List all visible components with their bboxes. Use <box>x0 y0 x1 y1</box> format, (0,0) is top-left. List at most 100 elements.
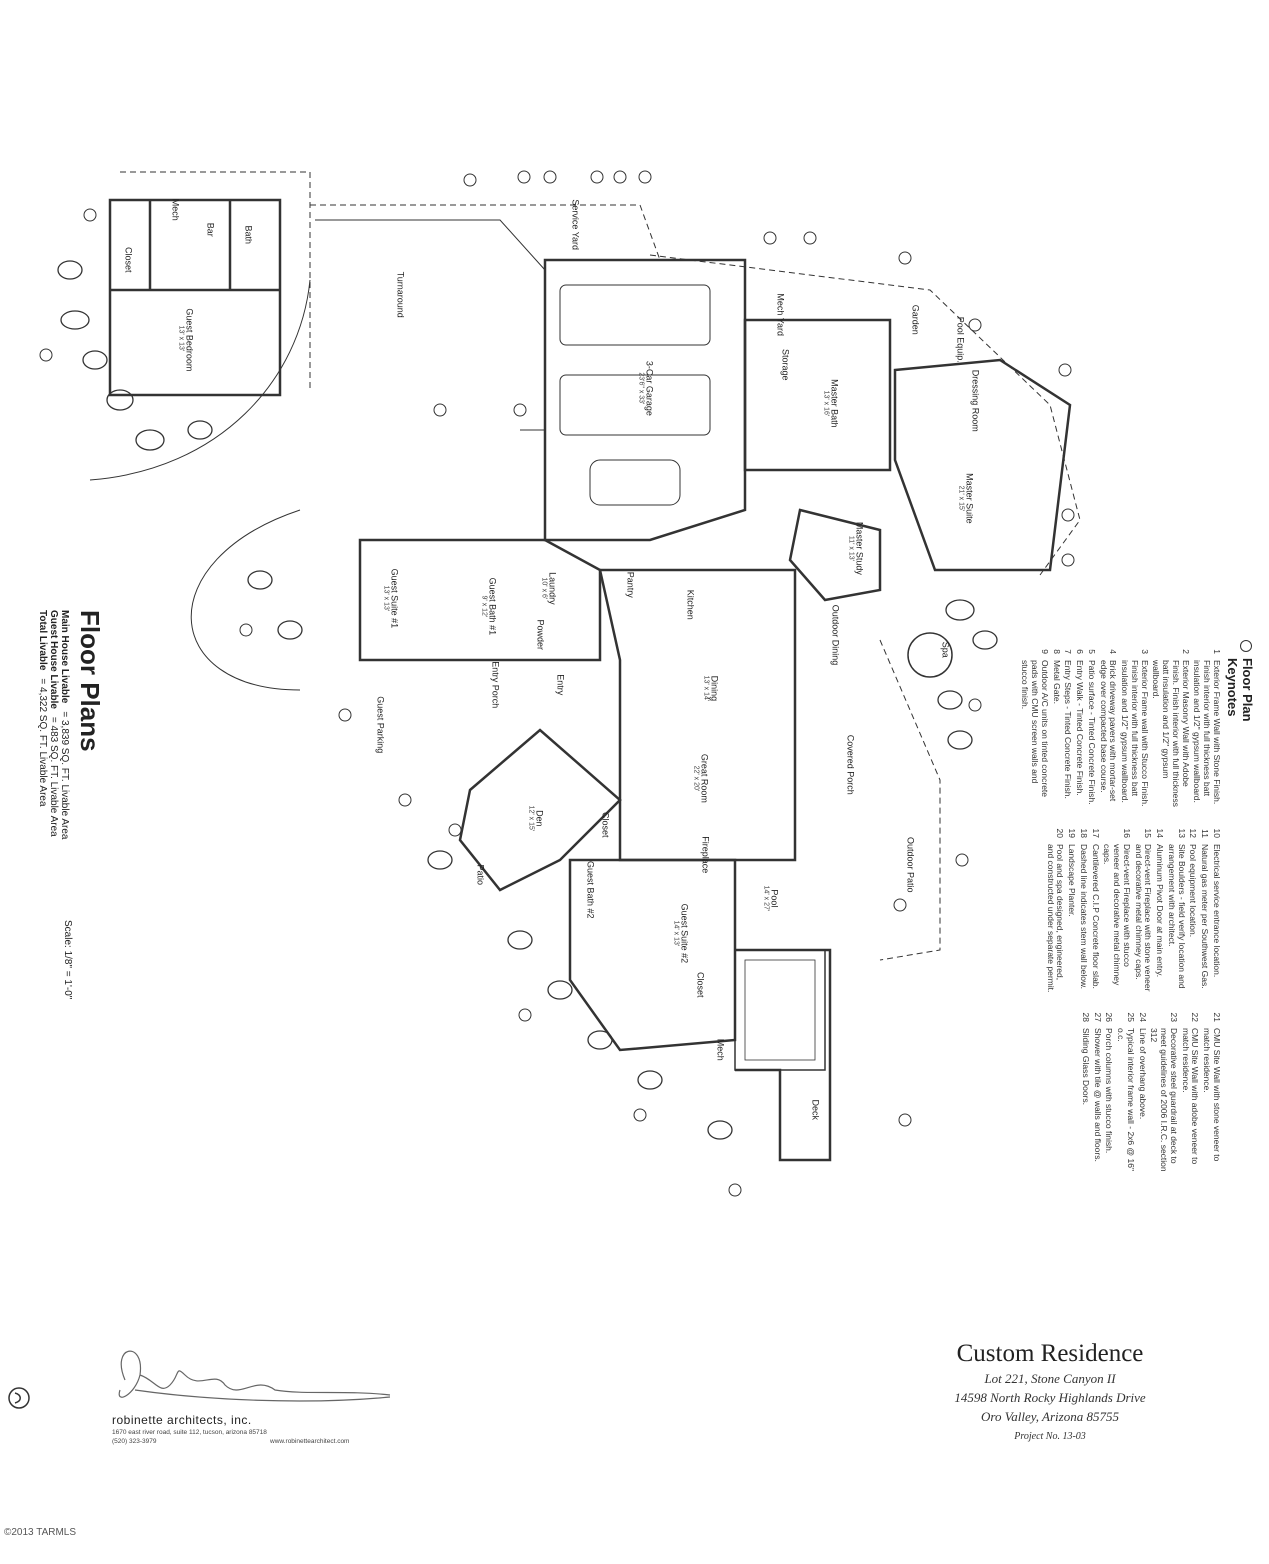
keynote-text: Exterior Frame wall with Stucco Finish. … <box>1120 660 1150 807</box>
keynote-number: 2 <box>1180 649 1191 654</box>
keynote-number: 13 <box>1176 828 1187 838</box>
keynote-number: 10 <box>1212 828 1222 838</box>
room-dimensions: 13' x 14' <box>701 675 709 702</box>
keynote-number: 15 <box>1143 828 1154 838</box>
room-name: Laundry <box>547 572 558 605</box>
room-dimensions: 22' x 20' <box>691 765 699 792</box>
keynote-text: Brick driveway pavers with mortar-set ed… <box>1098 660 1119 802</box>
architect-signature <box>118 1350 391 1402</box>
area-label: Guest House Livable <box>48 610 59 709</box>
room-name: Pool Equip. <box>955 316 966 363</box>
keynote-text: Entry Walk - Tinted Concrete Finish. <box>1075 660 1086 796</box>
keynote-text: Exterior Masonry Wall with Adobe Finish.… <box>1151 660 1191 807</box>
keynote-text: Aluminum Pivot Door at main entry. <box>1155 844 1166 978</box>
room-name: Guest Bath #2 <box>585 860 596 919</box>
pool-water <box>744 959 816 1061</box>
room-name: Service Yard <box>570 199 581 251</box>
keynote-text: Landscape Planter. <box>1067 844 1078 917</box>
area-value: = 3,839 SQ. FT. Livable Area <box>59 711 70 840</box>
keynote-text: Metal Gate. <box>1051 660 1062 704</box>
room-name: Mech Yard <box>775 293 786 337</box>
room-label: Service Yard <box>570 195 581 255</box>
room-dimensions: 14' x 27' <box>761 885 769 912</box>
room-dimensions: 13' x 13' <box>176 325 184 352</box>
room-label: Guest Bath #2 <box>585 860 596 920</box>
keynote-text: Direct-vent Fireplace with stucco veneer… <box>1102 844 1132 986</box>
room-label: Spa <box>940 620 951 680</box>
keynotes-title: Floor Plan <box>1240 658 1255 722</box>
firm-website: www.robinettearchitect.com <box>270 1438 350 1445</box>
project-number: Project No. 13-03 <box>1014 1431 1086 1442</box>
room-label: Patio <box>475 845 486 905</box>
room-label: Outdoor Dining <box>830 605 841 666</box>
room-name: Mech <box>715 1038 726 1061</box>
room-label: Deck <box>810 1080 821 1140</box>
room-name: Guest Suite #2 <box>679 903 690 964</box>
room-label: Entry Porch <box>490 655 501 715</box>
keynote-text: Natural gas meter per Southwest Gas. <box>1200 844 1211 989</box>
room-label: Bath <box>243 205 254 265</box>
room-label: Outdoor Patio <box>905 835 916 895</box>
north-arrow-icon <box>1240 640 1252 652</box>
room-label: Pantry <box>625 555 636 615</box>
keynote-number: 28 <box>1080 1012 1091 1022</box>
area-row: Guest House Livable= 483 SQ. FT. Livable… <box>48 610 59 840</box>
keynote-text: Dashed line indicates stem wall below. <box>1078 844 1089 990</box>
room-name: Pantry <box>625 571 636 598</box>
floor-plans-title: Floor Plans <box>75 610 105 752</box>
keynote-number: 19 <box>1067 828 1078 838</box>
keynote-number: 1 <box>1212 649 1222 654</box>
room-name: Patio <box>475 864 486 885</box>
room-name: Storage <box>780 348 791 381</box>
room-label: Bar <box>205 200 216 260</box>
keynote-number: 22 <box>1190 1012 1201 1022</box>
keynote-number: 24 <box>1137 1012 1148 1022</box>
room-dimensions: 11' x 13' <box>846 535 854 561</box>
area-value: = 4,322 SQ. FT. Livable Area <box>37 678 48 807</box>
area-row: Main House Livable= 3,839 SQ. FT. Livabl… <box>59 610 70 840</box>
turnaround-arc <box>89 279 311 481</box>
keynote-text: Pool and spa designed, engineered, and c… <box>1045 844 1066 993</box>
title-block: Custom Residence Lot 221, Stone Canyon I… <box>900 1340 1200 1442</box>
room-name: Bath <box>243 225 254 244</box>
room-label: Powder <box>535 605 546 665</box>
area-label: Total Livable <box>37 610 48 671</box>
keynote-number: 5 <box>1086 649 1097 654</box>
room-label: Closet <box>123 230 134 290</box>
room-dimensions: 21' x 15' <box>956 485 964 512</box>
keynote-text: Decorative steel guardrail at deck to me… <box>1149 1028 1179 1172</box>
room-name: Mech <box>170 198 181 221</box>
project-lot: Lot 221, Stone Canyon II <box>984 1371 1116 1386</box>
project-city: Oro Valley, Arizona 85755 <box>981 1409 1119 1424</box>
keynote-text: Shower with tile @ walls and floors. <box>1092 1028 1103 1162</box>
room-name: Den <box>534 810 545 827</box>
room-label: Mech <box>170 180 181 240</box>
room-name: Turnaround <box>395 271 406 318</box>
room-name: Kitchen <box>685 589 696 620</box>
sheet-logo-icon <box>8 1387 30 1409</box>
firm-phone: (520) 323-3979 <box>112 1438 157 1445</box>
keynote-text: Line of overhang above. <box>1137 1028 1148 1120</box>
room-name: Garden <box>910 304 921 335</box>
